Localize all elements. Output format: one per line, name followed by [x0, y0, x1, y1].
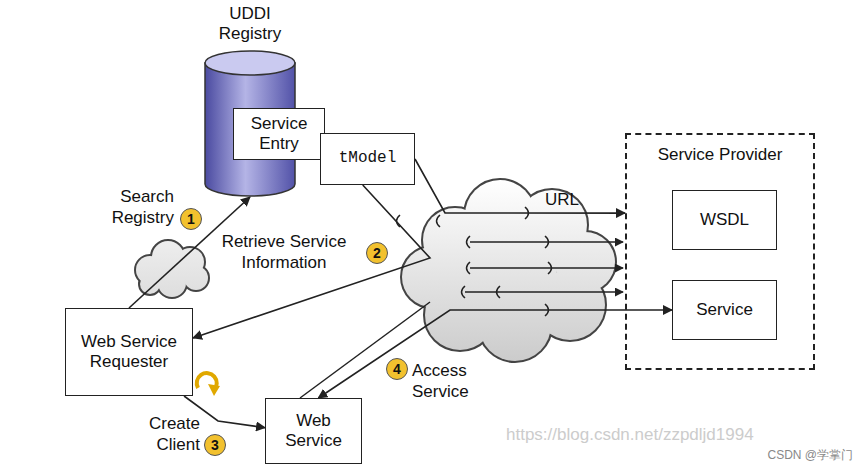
connector-arrow [193, 185, 430, 338]
box-text: WSDL [700, 210, 749, 230]
tmodel-box: tModel [320, 133, 415, 185]
service-box: Service [672, 280, 777, 340]
group-heading: Service Provider [658, 145, 783, 165]
box-text: tModel [339, 149, 397, 168]
connector-arrow [415, 159, 625, 213]
edge-label: Create Client [124, 413, 200, 456]
service-provider-group: Service ProviderWSDL Service [625, 133, 815, 370]
registry-cylinder: UDDI RegistryService Entry [200, 4, 300, 197]
service-entry-box: Service Entry [233, 108, 325, 160]
box-text: Web Service Requester [66, 332, 192, 373]
watermark: CSDN @学掌门 [767, 448, 853, 463]
callout-number: 4 [386, 358, 408, 380]
watermark: https://blog.csdn.net/zzpdljd1994 [506, 424, 754, 445]
internet-cloud-outline [402, 180, 615, 361]
box-text: Service Entry [234, 114, 324, 155]
callout-number: 1 [180, 208, 202, 230]
cylinder-top [205, 51, 295, 75]
create-client-icon [197, 373, 220, 396]
callout-number: 2 [366, 242, 388, 264]
callout-number: 3 [204, 434, 226, 456]
edge-label: Access Service [412, 360, 492, 403]
box-text: Web Service [266, 411, 361, 452]
wsdl-box: WSDL [672, 190, 777, 250]
connector-arrow [318, 310, 672, 398]
requester-box: Web Service Requester [65, 308, 193, 396]
edge-label: URL [545, 189, 595, 210]
edge-label: Retrieve Service Information [214, 231, 354, 274]
edge-label: Search Registry [92, 186, 174, 229]
box-text: Service [696, 300, 753, 320]
web-service-box: Web Service [265, 398, 362, 464]
group-heading: UDDI Registry [210, 4, 290, 45]
internet-cloud [402, 180, 615, 361]
